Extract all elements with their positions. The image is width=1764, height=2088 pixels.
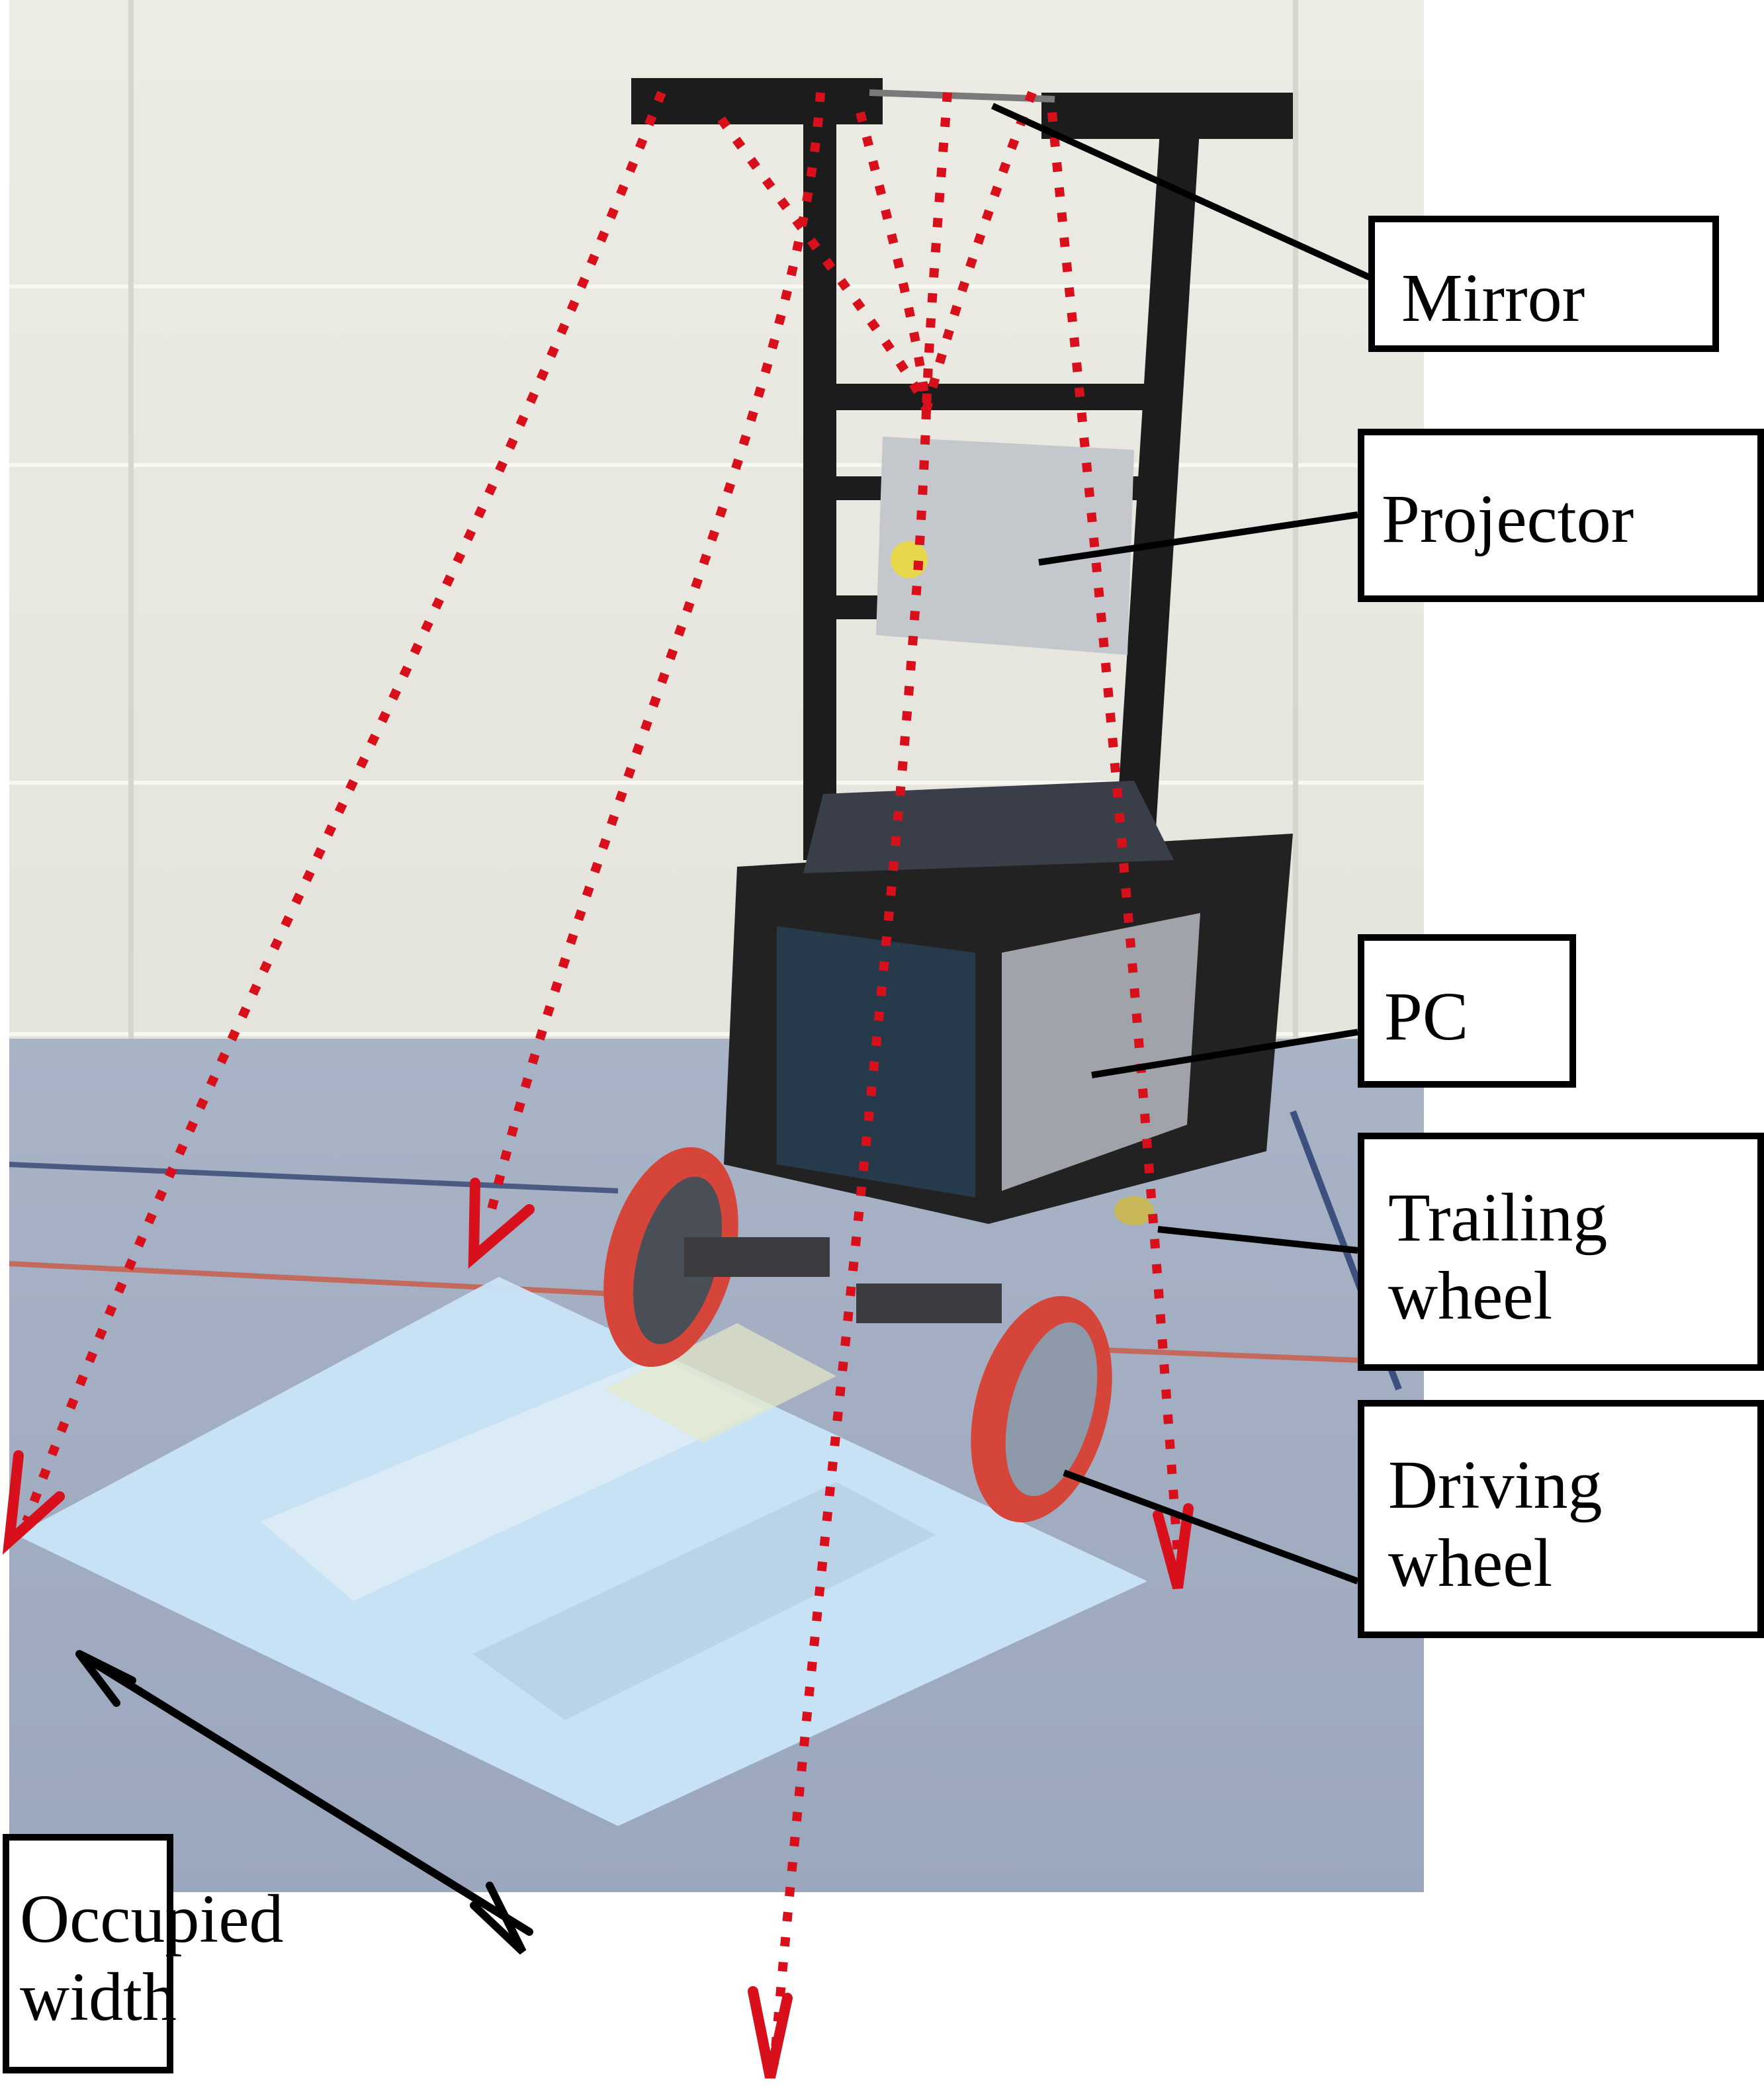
label-driving-wheel-line2: wheel [1388,1525,1553,1601]
arrowhead-right [1153,1503,1194,1590]
label-occupied-width: Occupied width [3,1834,284,2073]
label-trailing-wheel-line2: wheel [1388,1258,1553,1334]
scene-illustration [9,78,1424,1826]
label-driving-wheel-line1: Driving [1388,1447,1603,1523]
leader-driving-wheel [1063,1469,1359,1585]
projector-body [876,437,1134,655]
arrowhead-far-left [2,1450,65,1555]
floor-tape-red [9,1261,672,1299]
leader-mirror [991,103,1376,283]
trailing-wheel [1114,1196,1154,1225]
arrowhead-left-mid [468,1178,535,1269]
label-trailing-wheel: Trailing wheel [1358,1133,1764,1371]
leader-lines [991,103,1376,1585]
floor-tape-blue [9,1162,619,1194]
label-occupied-width-line2: width [20,1959,177,2035]
label-projector: Projector [1358,429,1764,602]
ray-far-left [22,91,666,1524]
projection-rays [22,91,1182,2065]
label-pc-text: PC [1384,979,1469,1055]
label-pc: PC [1358,934,1576,1088]
arrowhead-center [748,1986,793,2079]
occupied-width-arrow [75,1650,533,1955]
mirror-plate [869,89,1055,103]
label-mirror-text: Mirror [1401,260,1585,336]
label-trailing-wheel-line1: Trailing [1388,1180,1608,1256]
mirror-mount-left [631,78,883,124]
label-projector-text: Projector [1382,481,1634,557]
ray-left-upper [717,116,931,412]
leader-pc [1091,1029,1358,1078]
ray-arrowheads [2,1178,1194,2079]
robot-photo [9,0,1424,1892]
label-occupied-width-line1: Occupied [20,1881,284,1957]
projected-image [16,1277,1147,1826]
label-driving-wheel: Driving wheel [1358,1400,1764,1638]
pc-side [1002,913,1200,1191]
ray-right [1047,112,1182,1555]
leader-trailing-wheel [1157,1226,1358,1254]
ray-center [770,410,931,2065]
leader-projector [1038,511,1358,566]
label-mirror: Mirror [1368,216,1719,352]
ray-left-mid [485,92,825,1219]
